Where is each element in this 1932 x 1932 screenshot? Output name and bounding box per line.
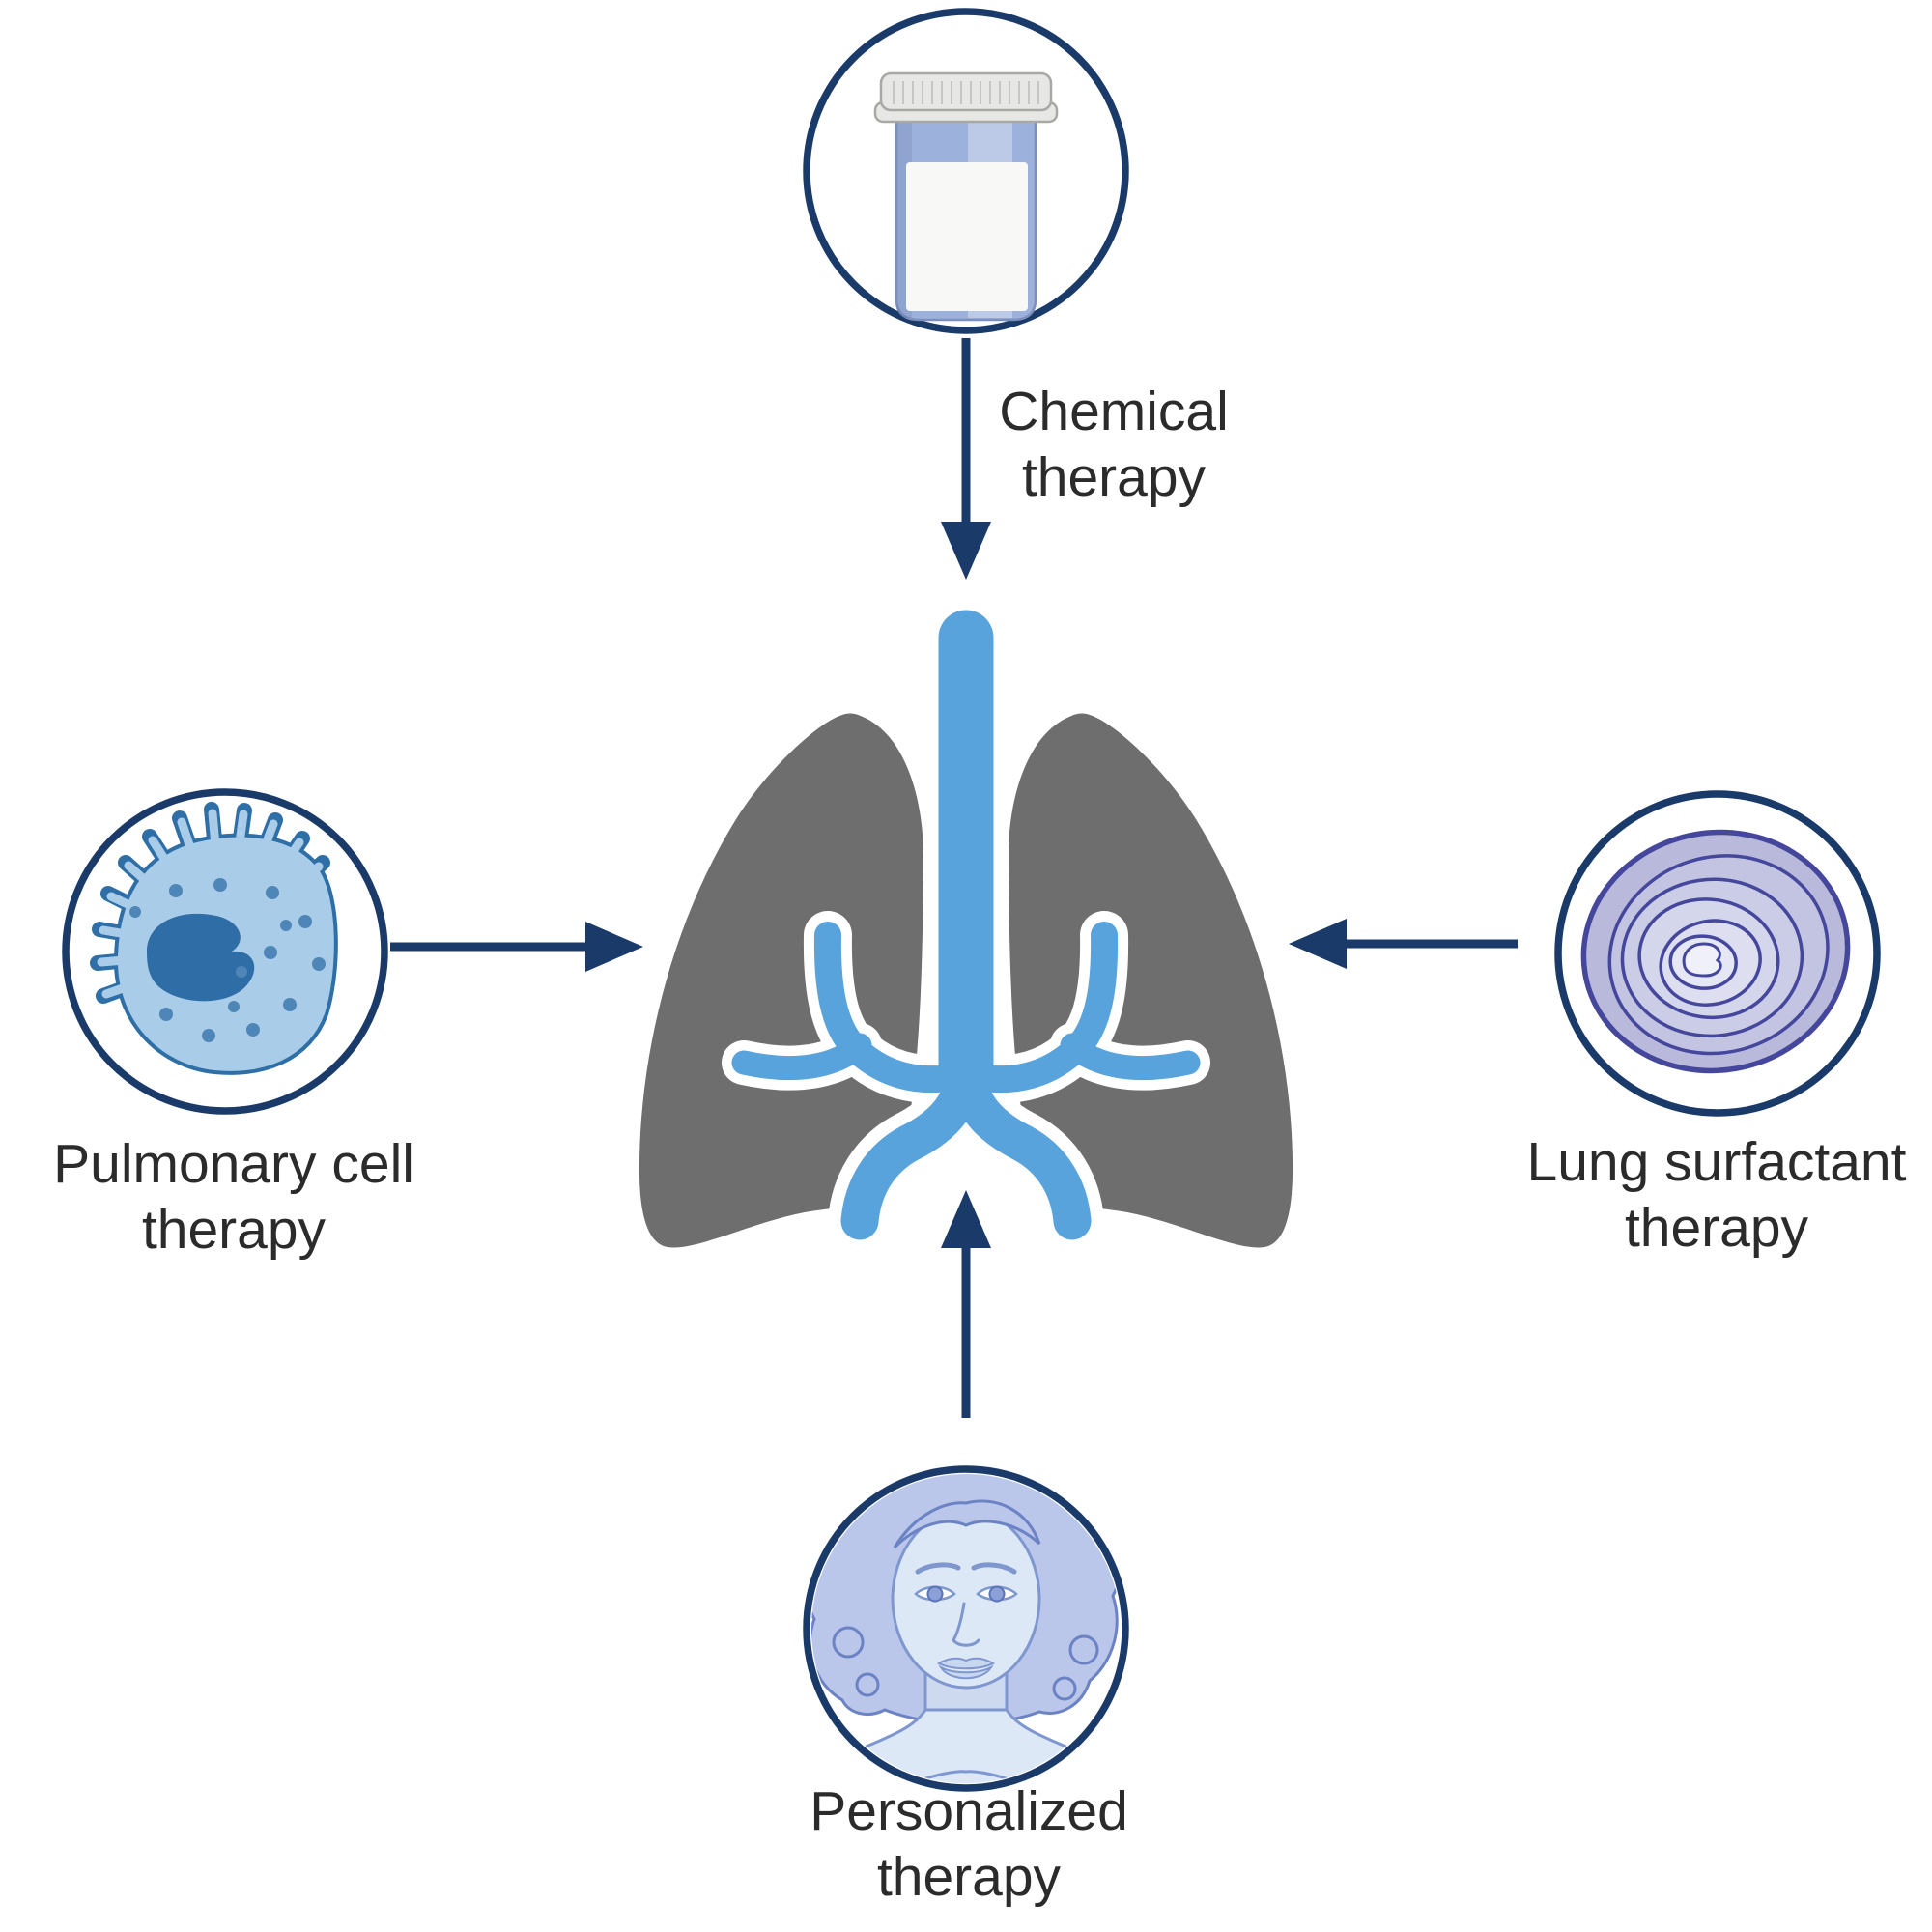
label-personalized-therapy: Personalized therapy: [718, 1778, 1220, 1910]
arrow-lung-surfactant-to-lungs: [1289, 919, 1518, 969]
pulmonary-cell-therapy-node: [62, 788, 388, 1115]
label-line: therapy: [876, 1846, 1062, 1908]
macrophage-cell-icon: [90, 802, 338, 1075]
label-line: Chemical: [999, 381, 1229, 442]
pill-bottle-icon: [873, 71, 1059, 322]
chemical-therapy-node: [803, 8, 1129, 334]
label-line: therapy: [141, 1199, 327, 1261]
label-line: therapy: [1021, 446, 1207, 508]
label-line: Personalized: [810, 1780, 1128, 1842]
label-pulmonary-cell-therapy: Pulmonary cell therapy: [0, 1131, 485, 1263]
arrow-chemical-to-lungs: [941, 338, 991, 580]
arrow-personalized-to-lungs: [941, 1190, 991, 1418]
lungs-illustration: [639, 638, 1293, 1247]
label-lung-surfactant-therapy: Lung surfactant therapy: [1465, 1129, 1932, 1261]
lung-surfactant-therapy-node: [1554, 790, 1881, 1117]
lamellar-body-icon: [1580, 829, 1851, 1074]
label-line: therapy: [1624, 1197, 1809, 1259]
label-chemical-therapy: Chemical therapy: [863, 379, 1365, 510]
label-line: Pulmonary cell: [53, 1133, 414, 1195]
label-line: Lung surfactant: [1526, 1131, 1907, 1193]
arrow-pulmonary-cell-to-lungs: [390, 922, 643, 972]
